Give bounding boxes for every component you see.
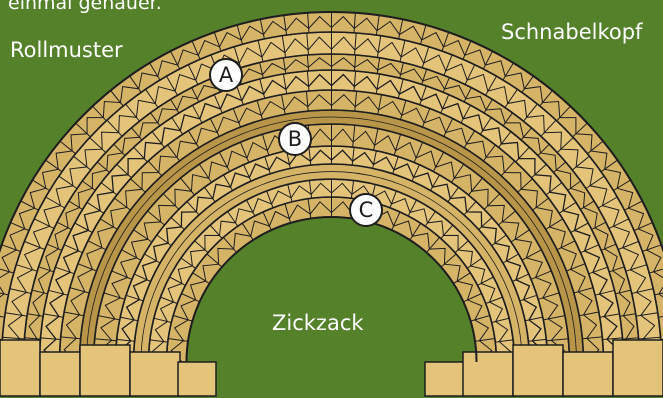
base-block-1 bbox=[0, 340, 40, 396]
base-block-10 bbox=[613, 340, 663, 396]
base-block-3 bbox=[80, 345, 130, 396]
arch-bands bbox=[0, 12, 663, 362]
label-zickzack: Zickzack bbox=[272, 313, 364, 334]
label-rollmuster: Rollmuster bbox=[10, 40, 123, 61]
base-block-8 bbox=[513, 345, 563, 396]
base-block-4 bbox=[130, 352, 180, 396]
base-block-6 bbox=[425, 362, 465, 396]
label-schnabelkopf: Schnabelkopf bbox=[501, 22, 642, 43]
base-block-7 bbox=[463, 352, 513, 396]
base-block-5 bbox=[178, 362, 216, 396]
base-block-9 bbox=[563, 352, 613, 396]
base-block-2 bbox=[40, 352, 80, 396]
marker-b: B bbox=[278, 122, 312, 156]
caption-fragment: einmal genauer. bbox=[8, 0, 162, 13]
marker-a: A bbox=[209, 58, 243, 92]
marker-c: C bbox=[349, 193, 383, 227]
